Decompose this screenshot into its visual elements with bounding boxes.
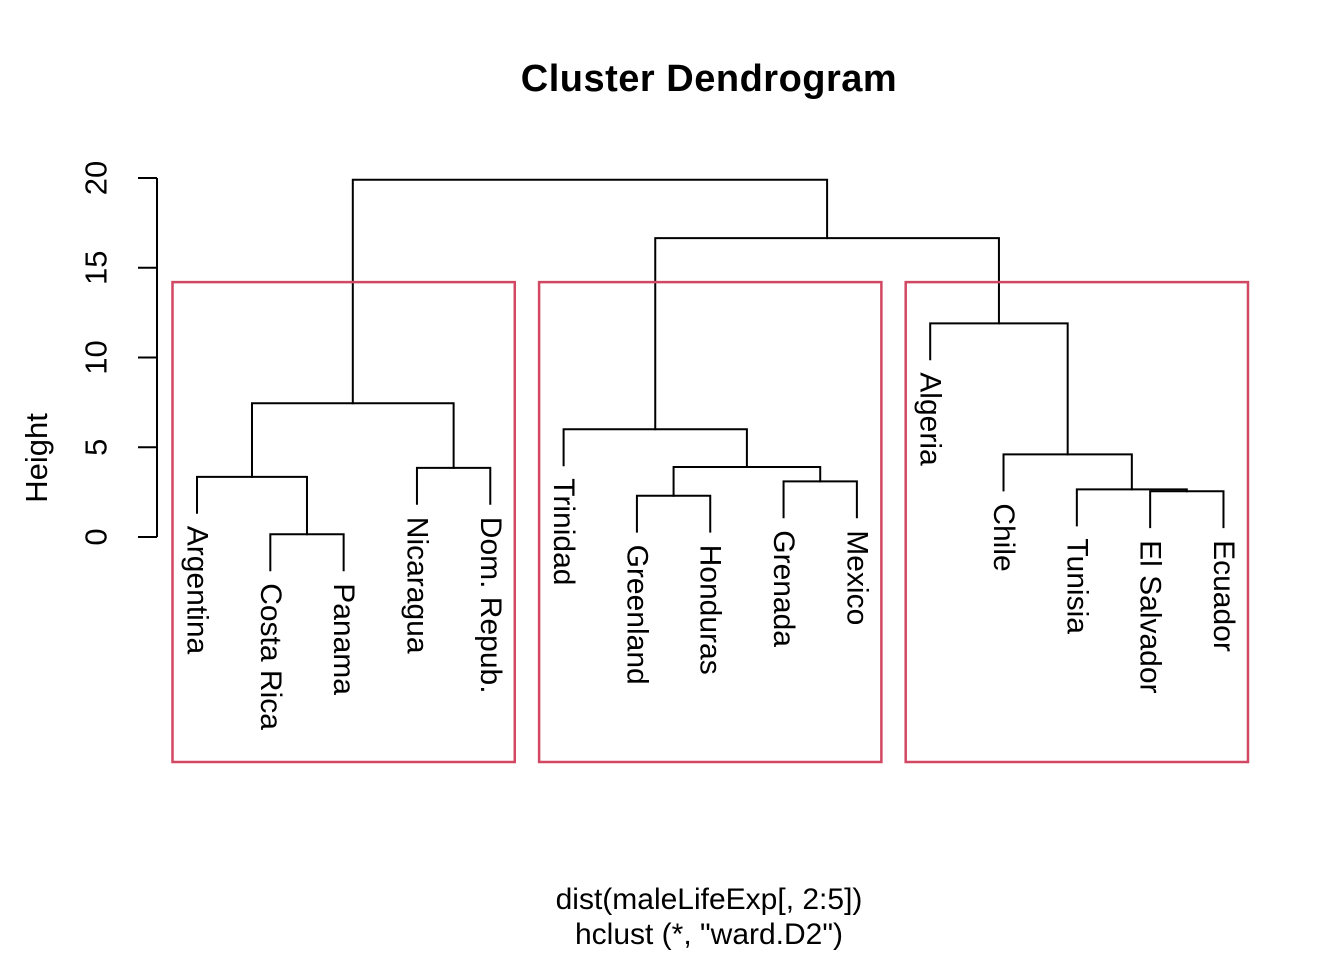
merge-link bbox=[635, 494, 712, 533]
leaf-label: Ecuador bbox=[1207, 540, 1240, 652]
merge-link bbox=[415, 466, 492, 505]
y-axis-tick-label: 20 bbox=[79, 161, 114, 195]
leaf-label: Dom. Repub. bbox=[474, 517, 507, 694]
merge-link bbox=[1002, 453, 1133, 492]
leaf-label: Trinidad bbox=[547, 478, 580, 585]
caption-hclust-call: hclust (*, "ward.D2") bbox=[574, 918, 844, 951]
merge-link bbox=[929, 322, 1069, 456]
leaf-label: Mexico bbox=[840, 530, 873, 625]
leaf-label: Algeria bbox=[914, 372, 947, 466]
y-axis-tick-label: 0 bbox=[79, 528, 114, 545]
y-axis-tick-label: 10 bbox=[79, 340, 114, 374]
y-axis-tick-label: 15 bbox=[79, 251, 114, 285]
chart-title: Cluster Dendrogram bbox=[520, 58, 898, 100]
leaf-label: Nicaragua bbox=[400, 517, 433, 654]
merge-link bbox=[562, 428, 748, 468]
leaf-label: Greenland bbox=[620, 545, 653, 685]
leaf-label: Panama bbox=[327, 583, 360, 695]
cluster-box bbox=[171, 280, 517, 764]
leaf-label: Tunisia bbox=[1060, 538, 1093, 634]
merge-link bbox=[269, 533, 345, 572]
leaf-label: Grenada bbox=[767, 530, 800, 647]
caption-dist-call: dist(maleLifeExp[, 2:5]) bbox=[555, 883, 863, 916]
leaf-label: Argentina bbox=[181, 526, 214, 655]
merge-link bbox=[1149, 490, 1225, 529]
leaf-label: Honduras bbox=[694, 545, 727, 675]
y-axis-label: Height bbox=[19, 413, 54, 503]
merge-link bbox=[250, 402, 455, 478]
cluster-box bbox=[904, 280, 1250, 764]
leaf-label: Chile bbox=[987, 503, 1020, 571]
cluster-box bbox=[537, 280, 883, 764]
leaf-label: El Salvador bbox=[1134, 540, 1167, 693]
merge-link bbox=[1075, 488, 1188, 527]
leaf-label: Costa Rica bbox=[254, 583, 287, 730]
merge-link bbox=[782, 480, 858, 519]
y-axis-tick-label: 5 bbox=[79, 439, 114, 456]
merge-link bbox=[351, 178, 829, 405]
call-caption: dist(maleLifeExp[, 2:5]) hclust (*, "war… bbox=[0, 882, 1344, 952]
